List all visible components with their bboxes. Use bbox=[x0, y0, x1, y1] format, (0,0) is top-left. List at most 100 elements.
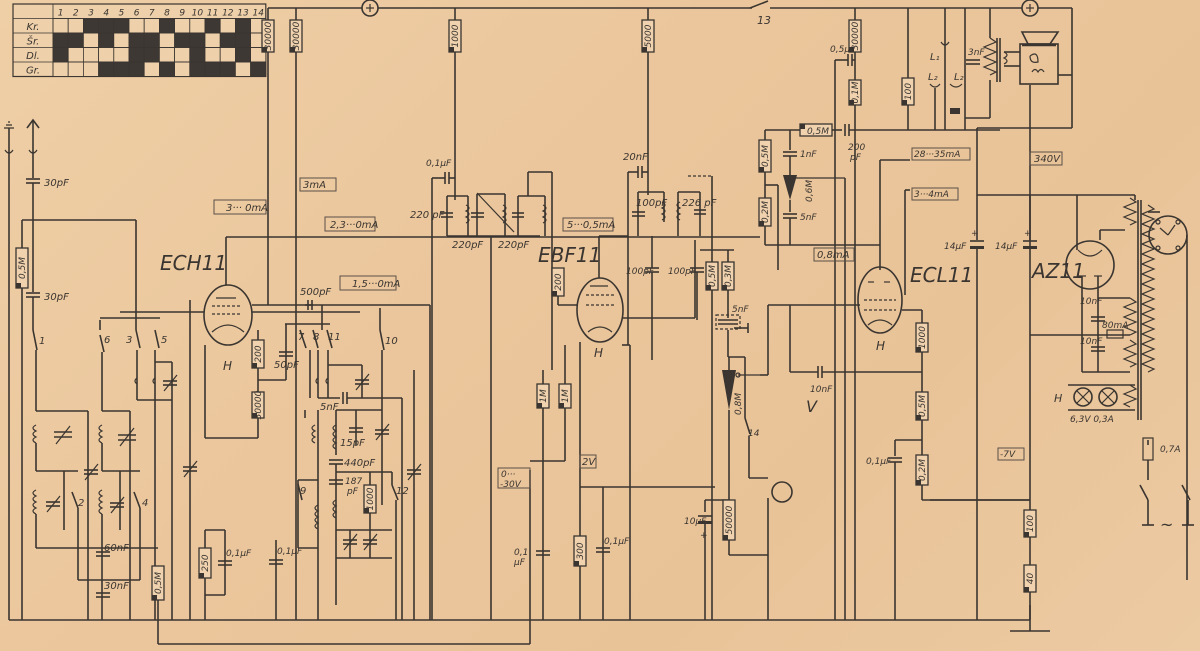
cap-label: pF bbox=[849, 153, 862, 163]
switch-table-cell bbox=[204, 18, 221, 34]
resistor-r-top3: 1000 bbox=[448, 19, 462, 53]
resistor-value: 5000 bbox=[644, 24, 654, 47]
switch-table-cell bbox=[67, 18, 84, 34]
current-label: 3mA bbox=[303, 180, 326, 191]
resistor-value: 0,5M bbox=[154, 572, 164, 594]
switch-table-cell bbox=[143, 47, 160, 63]
loudspeaker-icon bbox=[1020, 31, 1060, 45]
az11-label: AZ11 bbox=[1030, 259, 1085, 283]
resistor-value: 0,3M bbox=[724, 265, 734, 287]
switch-table-cell bbox=[158, 18, 175, 34]
resistor-r-05m-ecl-k: 0,5M bbox=[915, 391, 929, 421]
ecl11-label: ECL11 bbox=[910, 263, 973, 287]
resistor-r-ebf-g2: 200 bbox=[551, 267, 565, 297]
lamp-rating-label: 6,3V 0,3A bbox=[1070, 415, 1114, 425]
resistor-value: 30000 bbox=[254, 390, 264, 419]
ech11-label: ECH11 bbox=[160, 251, 227, 275]
switch-table-cell bbox=[113, 47, 130, 63]
cap-label: 50pF bbox=[274, 360, 299, 371]
b-plus-terminal-icon bbox=[361, 0, 379, 17]
switch-table-cell bbox=[143, 32, 160, 48]
b-plus-terminal-icon bbox=[1021, 0, 1039, 17]
switch-table-cell bbox=[67, 61, 84, 77]
cap-label: 0,1µF bbox=[277, 547, 303, 557]
switch-table-cell bbox=[204, 47, 221, 63]
switch-table-cell bbox=[158, 61, 175, 77]
cap-label: 60nF bbox=[104, 543, 129, 554]
cap-label: 10µF bbox=[684, 517, 707, 527]
switch-9-label: 9 bbox=[300, 486, 306, 497]
resistor-value: 0,2M bbox=[761, 201, 771, 223]
cap-label: 0,1µF bbox=[226, 549, 252, 559]
resistor-value: 100 bbox=[904, 83, 914, 100]
cap-label: 226 pF bbox=[682, 198, 717, 209]
pot-label: 0,6M bbox=[805, 180, 815, 202]
resistor-value: 0,1M bbox=[851, 81, 861, 103]
voltage-label: -7V bbox=[1000, 450, 1016, 460]
switch-table-cell bbox=[234, 61, 251, 77]
switch-column-header: 12 bbox=[222, 9, 234, 19]
switch-table-cell bbox=[113, 18, 130, 34]
current-label: 1,5···0mA bbox=[352, 279, 401, 290]
cap-label: 0,1 bbox=[514, 548, 528, 558]
pilot-lamp-icon bbox=[1073, 387, 1093, 407]
cap-label: pF bbox=[346, 487, 359, 497]
switch-table-cell bbox=[128, 61, 145, 77]
resistor-r-300: 300 bbox=[573, 535, 587, 567]
switch-table-cell bbox=[128, 18, 145, 34]
cap-label: 0,1µF bbox=[866, 457, 892, 467]
switch-11-label: 11 bbox=[328, 332, 341, 343]
resistor-r-05m-bot: 0,5M bbox=[151, 565, 165, 601]
switch-table-cell bbox=[67, 32, 84, 48]
switch-table-cell bbox=[98, 61, 115, 77]
resistor-value: 1000 bbox=[366, 487, 376, 510]
heater-label: H bbox=[594, 346, 603, 360]
resistor-value: 300 bbox=[576, 542, 586, 559]
resistor-value: 100 bbox=[1026, 515, 1036, 532]
switch-table-cell bbox=[250, 61, 267, 77]
ech11-mixer-tube: ECH11 H bbox=[120, 236, 760, 373]
cap-label: 30pF bbox=[44, 178, 69, 189]
resistor-r-05m-ecl-g: 0,5M bbox=[799, 123, 833, 137]
resistor-r-01m: 0,1M bbox=[848, 79, 862, 106]
heater-label: H bbox=[1054, 392, 1062, 405]
switch-table-cell bbox=[219, 32, 236, 48]
switch-table-cell bbox=[189, 32, 206, 48]
l2-label: L₂ bbox=[954, 72, 964, 83]
cap-label: 0,1µF bbox=[604, 537, 630, 547]
switch-table-cell bbox=[204, 61, 221, 77]
pencil-mark: V bbox=[806, 397, 818, 416]
resistor-value: 30000 bbox=[851, 21, 861, 50]
switch-column-header: 3 bbox=[88, 9, 94, 19]
cap-label: 5nF bbox=[732, 305, 749, 315]
fuse-label: 0,7A bbox=[1160, 445, 1180, 455]
resistor-value: 1M bbox=[561, 389, 571, 403]
switch-table-cell bbox=[189, 18, 206, 34]
cap-label: 220pF bbox=[498, 240, 529, 251]
heater-label: H bbox=[876, 339, 885, 353]
resistor-value: 1M bbox=[539, 389, 549, 403]
resistor-value: 40 bbox=[1026, 573, 1036, 585]
polarity-plus: + bbox=[700, 531, 708, 541]
l2-label: L₂ bbox=[928, 72, 938, 83]
resistor-r-1000-osc: 1000 bbox=[363, 484, 377, 514]
cap-label: µF bbox=[513, 558, 526, 568]
switch-2-label: 2 bbox=[78, 498, 84, 509]
switch-table-cell bbox=[83, 47, 100, 63]
cap-label: 100pF bbox=[636, 198, 667, 209]
resistor-value: 250 bbox=[201, 554, 211, 571]
ebf11-if-tube: EBF11 H 5···0,5mA 0··· -30V 0,1 µF 2V 0,… bbox=[497, 217, 715, 620]
resistor-value: 0,5M bbox=[807, 127, 829, 137]
resistor-r-02m-left: 0,2M bbox=[758, 197, 772, 227]
switch-table-cell bbox=[113, 32, 130, 48]
resistor-r-top4: 5000 bbox=[641, 19, 655, 53]
cap-label: 20nF bbox=[623, 152, 648, 163]
switch-table-cell bbox=[174, 47, 191, 63]
resistor-value: 1000 bbox=[918, 326, 928, 349]
switch-table-cell bbox=[189, 61, 206, 77]
cap-label: 187 bbox=[345, 477, 362, 487]
current-label: 5···0,5mA bbox=[567, 220, 616, 231]
volume-control: 0,8M 14 10µF + V bbox=[684, 304, 860, 620]
